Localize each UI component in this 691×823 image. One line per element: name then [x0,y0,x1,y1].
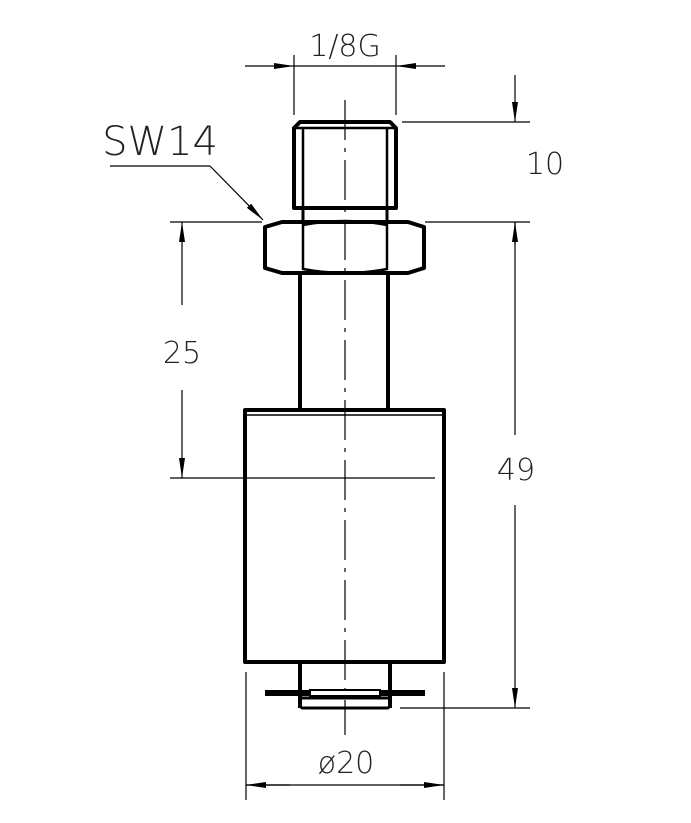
bottom-retainer [265,662,425,710]
thread-section [292,120,398,222]
stem-length-dimension: 25 [163,221,435,479]
diameter-label: ø20 [318,746,375,781]
wrench-size-callout: SW14 [102,119,264,221]
total-length-label: 49 [497,453,535,488]
stem [298,273,390,410]
thread-length-label: 10 [526,147,564,182]
hex-nut [263,219,426,275]
diameter-dimension: ø20 [245,672,445,800]
length-dimensions: 10 49 [400,75,564,709]
wrench-label: SW14 [102,119,218,165]
thread-dimension: 1/8G [245,29,445,115]
thread-label: 1/8G [309,29,381,64]
stem-length-label: 25 [163,336,201,371]
float-body [243,408,446,664]
